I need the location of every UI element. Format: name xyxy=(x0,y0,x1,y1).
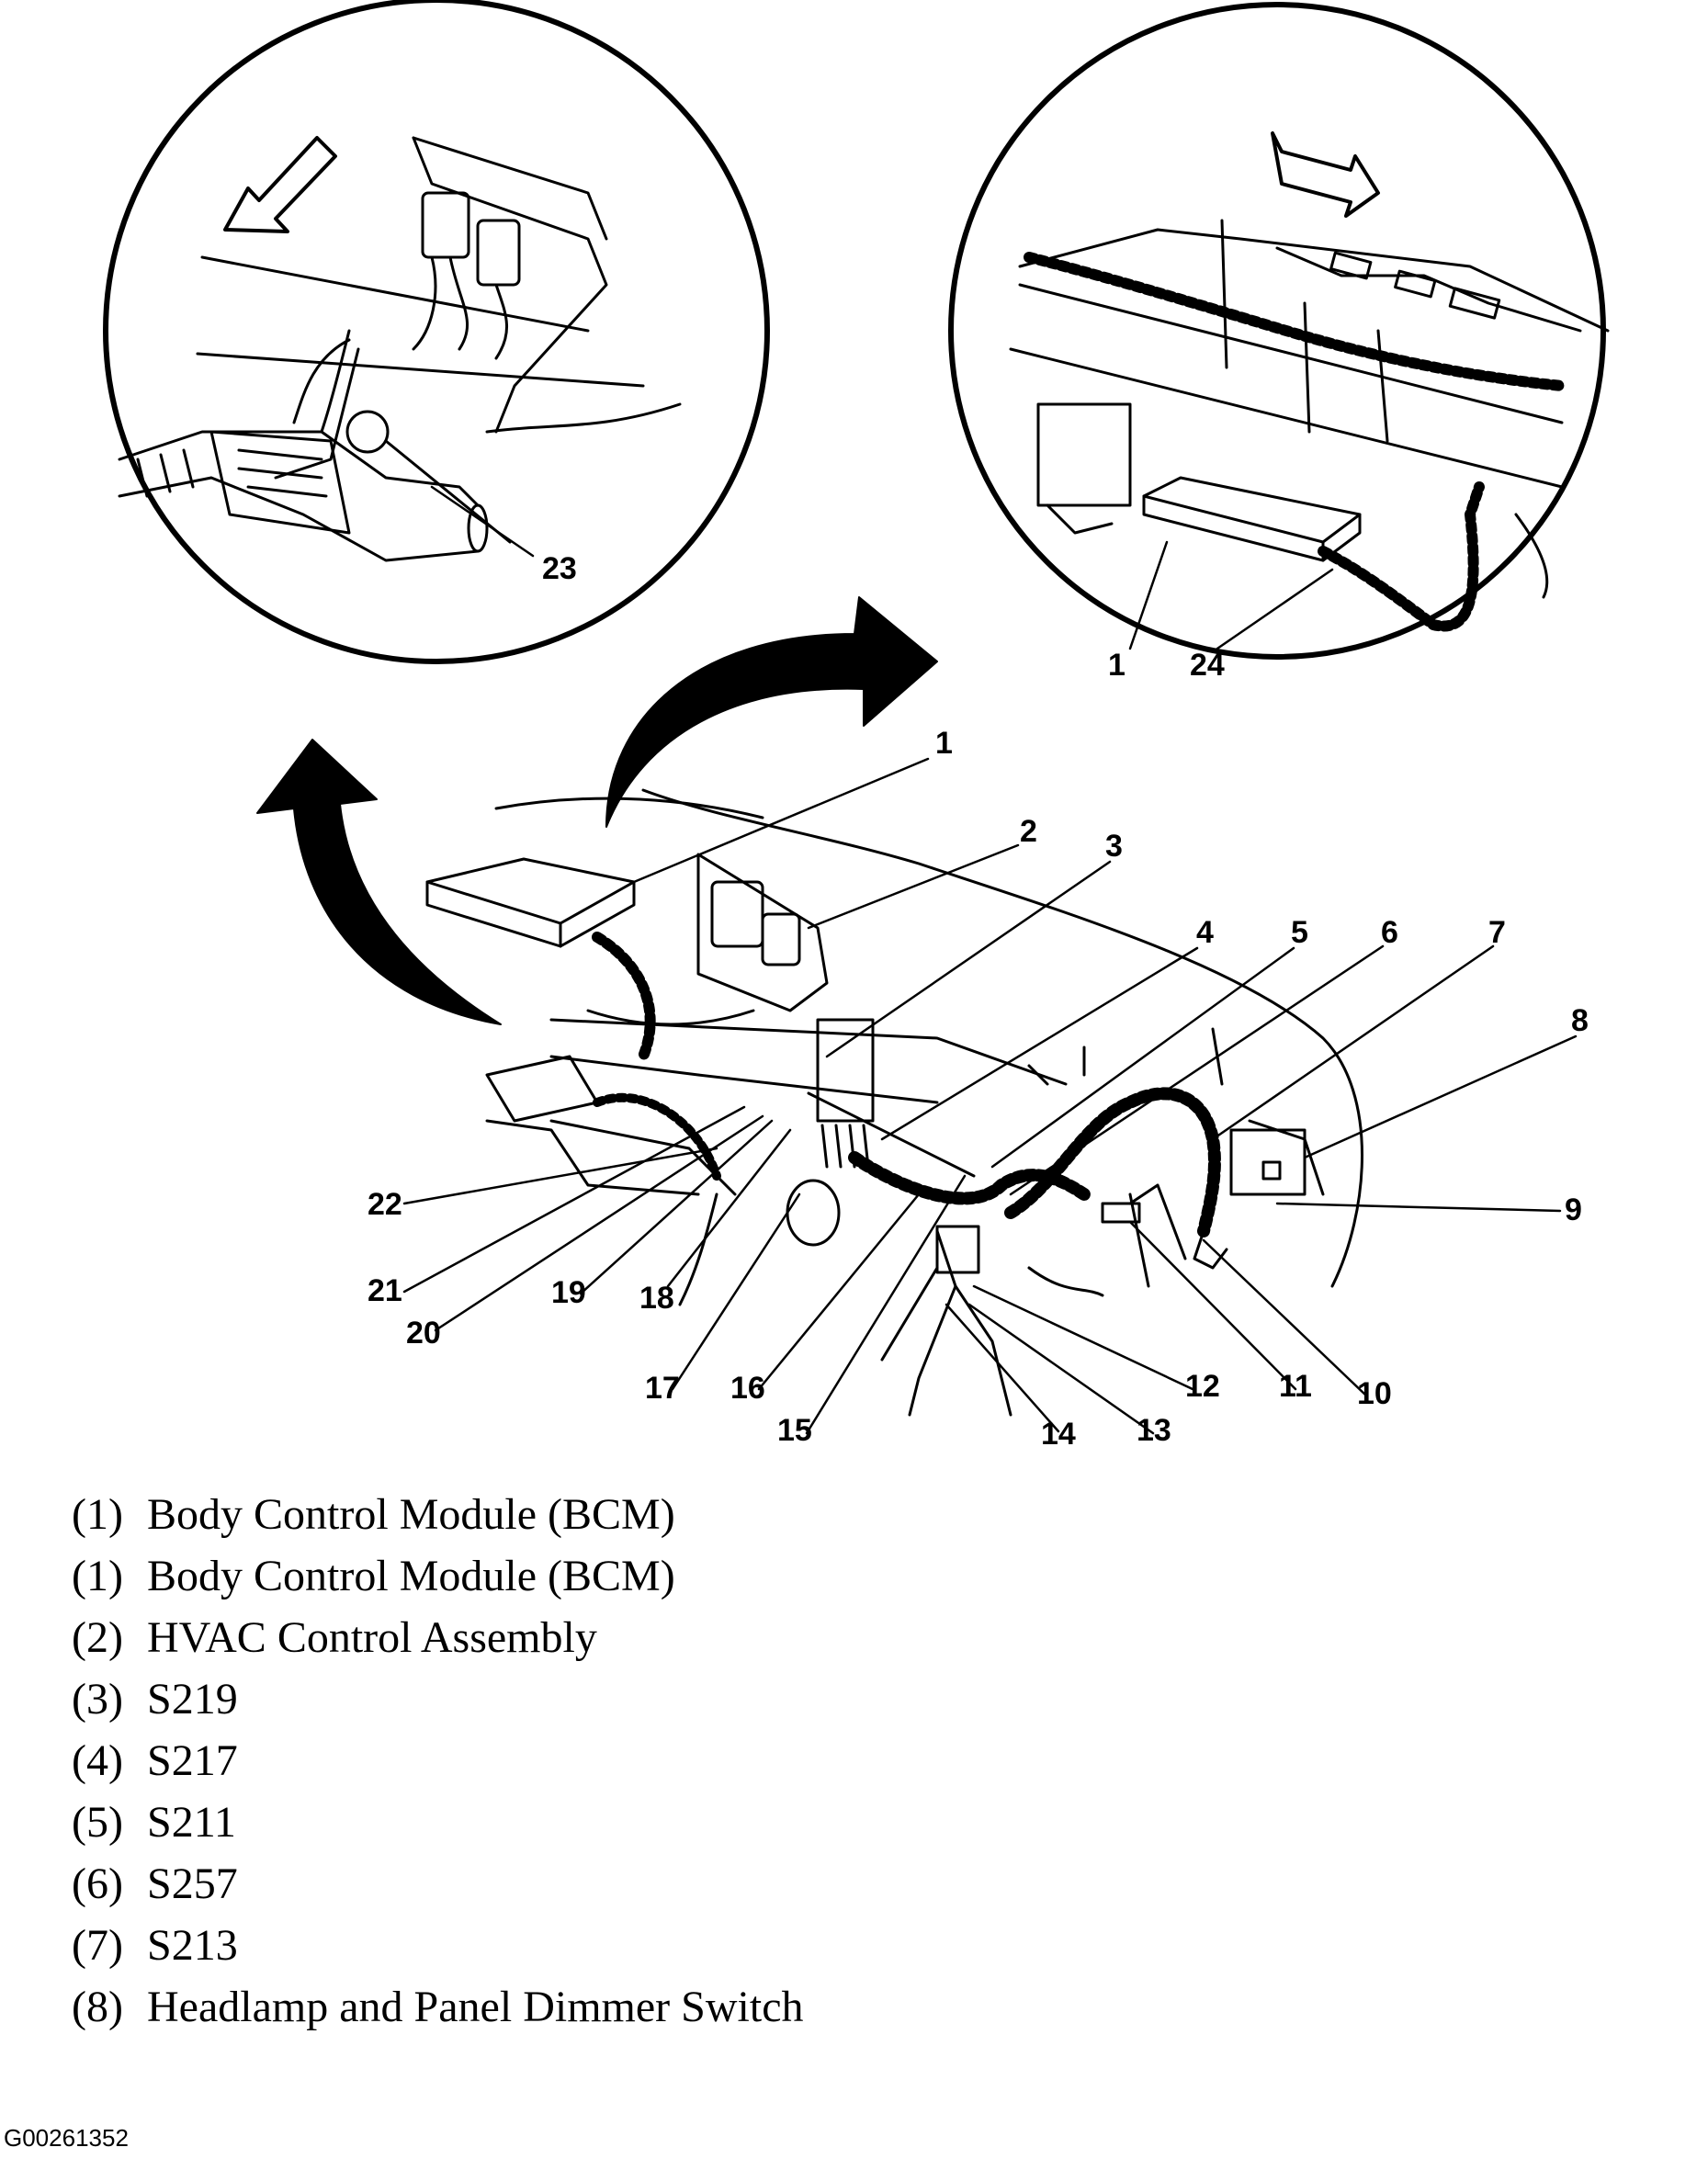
legend-label: Body Control Module (BCM) xyxy=(147,1552,675,1600)
callout-16: 16 xyxy=(730,1371,765,1406)
callout-10: 10 xyxy=(1357,1376,1392,1411)
legend-label: S219 xyxy=(147,1675,238,1724)
legend-item: (1) Body Control Module (BCM) xyxy=(72,1545,804,1607)
legend-label: Body Control Module (BCM) xyxy=(147,1490,675,1539)
callout-22: 22 xyxy=(368,1187,402,1222)
legend-label: S211 xyxy=(147,1798,236,1847)
callout-18: 18 xyxy=(639,1281,674,1316)
component-legend: (1) Body Control Module (BCM) (1) Body Con… xyxy=(72,1484,804,2038)
legend-label: S257 xyxy=(147,1859,238,1908)
callout-23: 23 xyxy=(542,551,577,586)
transition-arrow-right-icon xyxy=(605,596,938,828)
callout-20: 20 xyxy=(406,1316,441,1351)
legend-label: Headlamp and Panel Dimmer Switch xyxy=(147,1983,804,2031)
callout-2: 2 xyxy=(1020,814,1037,849)
legend-item: (4) S217 xyxy=(72,1730,804,1791)
direction-arrow-right-icon xyxy=(1271,131,1380,218)
callout-6: 6 xyxy=(1381,915,1398,950)
callout-15: 15 xyxy=(777,1413,812,1448)
legend-item: (3) S219 xyxy=(72,1668,804,1730)
left-detail-view xyxy=(103,0,770,664)
legend-item: (7) S213 xyxy=(72,1915,804,1976)
callout-8: 8 xyxy=(1571,1003,1589,1038)
legend-number: (3) xyxy=(72,1675,123,1724)
callout-labels: 1 2 3 4 5 6 7 8 9 10 11 12 13 14 15 16 1… xyxy=(368,551,1589,1452)
legend-item: (8) Headlamp and Panel Dimmer Switch xyxy=(72,1976,804,2038)
callout-19: 19 xyxy=(551,1275,586,1310)
callout-13: 13 xyxy=(1137,1413,1171,1448)
legend-number: (1) xyxy=(72,1552,123,1600)
legend-item: (1) Body Control Module (BCM) xyxy=(72,1484,804,1545)
legend-label: S213 xyxy=(147,1921,238,1970)
legend-label: S217 xyxy=(147,1736,238,1785)
legend-number: (8) xyxy=(72,1983,123,2031)
leader-lines xyxy=(402,485,1578,1435)
figure-id: G00261352 xyxy=(4,2124,129,2152)
transition-arrow-left-icon xyxy=(256,739,502,1025)
wiring-harness-diagram: 1 2 3 4 5 6 7 8 9 10 11 12 13 14 15 16 1… xyxy=(103,0,1610,1452)
direction-arrow-left-icon xyxy=(223,136,337,233)
legend-number: (5) xyxy=(72,1798,123,1847)
callout-24: 24 xyxy=(1190,648,1225,683)
callout-12: 12 xyxy=(1185,1369,1220,1404)
callout-1-detail: 1 xyxy=(1108,648,1125,683)
legend-number: (2) xyxy=(72,1613,123,1662)
legend-number: (7) xyxy=(72,1921,123,1970)
callout-5: 5 xyxy=(1291,915,1308,950)
legend-number: (6) xyxy=(72,1859,123,1908)
callout-3: 3 xyxy=(1105,829,1123,864)
callout-17: 17 xyxy=(645,1371,680,1406)
callout-4: 4 xyxy=(1196,915,1214,950)
legend-number: (1) xyxy=(72,1490,123,1539)
legend-item: (5) S211 xyxy=(72,1791,804,1853)
legend-number: (4) xyxy=(72,1736,123,1785)
callout-14: 14 xyxy=(1041,1417,1076,1452)
callout-9: 9 xyxy=(1565,1192,1582,1227)
callout-1: 1 xyxy=(935,726,953,761)
callout-21: 21 xyxy=(368,1273,402,1308)
legend-item: (2) HVAC Control Assembly xyxy=(72,1607,804,1668)
right-detail-view xyxy=(948,2,1610,660)
callout-7: 7 xyxy=(1488,915,1506,950)
callout-11: 11 xyxy=(1279,1369,1312,1404)
main-harness-view xyxy=(425,788,1363,1417)
legend-label: HVAC Control Assembly xyxy=(147,1613,597,1662)
legend-item: (6) S257 xyxy=(72,1853,804,1915)
